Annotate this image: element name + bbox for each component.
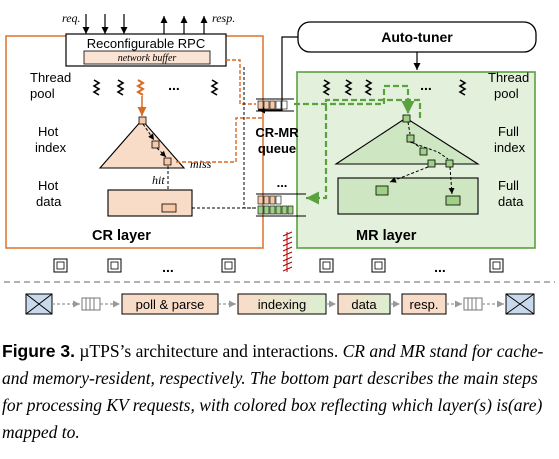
index-node [151,140,160,149]
index-traverse-arrow [142,123,155,141]
data-item [445,195,461,206]
cr-threads [92,79,219,96]
index-traverse-arrow [156,147,167,158]
cpu-core-icon [319,258,334,273]
mr-threads [322,79,467,96]
tuner-to-cr-arrow [258,36,298,114]
rpc-title: Reconfigurable RPC [87,36,206,51]
cpu-cores-row [53,258,504,273]
mr-layer-label: MR layer [356,228,417,244]
thread-icon [364,79,373,96]
index-traverse-arrow [409,141,449,160]
request-arrows [82,14,128,34]
cores-ellipsis-right: ... [434,259,446,275]
mr-thread-pool-label-1: Thread [488,70,529,85]
step-label-indexing: indexing [258,297,306,312]
queue-icon [81,297,101,311]
thread-icon [322,79,331,96]
index-node [406,134,415,143]
cr-mr-queue-top [256,98,294,112]
figure-caption: Figure 3. µTPS’s architecture and intera… [2,338,554,446]
caption-main: µTPS’s architecture and interactions. [74,341,343,361]
cpu-core-icon [107,258,122,273]
step-label-poll-parse: poll & parse [136,297,205,312]
active-thread-icon [136,79,145,96]
index-traverse-arrow [411,141,422,149]
cr-index-label-2: index [35,140,67,155]
cr-index-label-1: Hot [38,124,59,139]
queue-label-2: queue [258,141,296,156]
index-node [445,159,454,168]
thread-icon [210,79,219,96]
response-arrows [160,16,208,34]
cr-thread-pool-label-1: Thread [30,70,71,85]
index-node [419,147,428,156]
miss-label: miss [190,157,212,171]
network-buffer-label: network buffer [118,53,177,64]
mr-thread-pool-label-2: pool [494,86,519,101]
cr-data-label-1: Hot [38,178,59,193]
cpu-core-icon [221,258,236,273]
req-label: req. [62,11,81,25]
mr-to-queue-arrow [306,98,422,205]
index-to-data-arrow [389,166,429,183]
cpu-core-icon [489,258,504,273]
resp-label: resp. [212,11,235,25]
index-traverse-arrow [407,121,411,135]
auto-tuner-label: Auto-tuner [381,29,453,45]
index-node [427,159,436,168]
index-to-data-arrow [448,166,455,195]
hit-label: hit [152,173,165,187]
queue-ellipsis: ... [277,175,288,190]
queue-label-1: CR-MR [255,125,299,140]
cr-mr-queue-bottom [256,193,306,217]
thread-icon [458,79,467,96]
index-node [402,114,411,123]
step-label-data: data [351,297,377,312]
step-label-resp: resp. [410,297,439,312]
index-node [138,116,147,125]
mr-threads-ellipsis: ... [420,77,432,93]
data-item [375,185,389,196]
index-node [163,157,172,166]
pipeline [25,293,535,315]
queue-to-mr-arrow [294,84,415,114]
mr-data-label-2: data [498,194,524,209]
queue-icon [463,297,483,311]
data-item [161,203,177,213]
cores-ellipsis-left: ... [162,259,174,275]
mr-index-label-2: index [494,140,526,155]
cpu-core-icon [371,258,386,273]
cr-layer-label: CR layer [92,228,151,244]
thread-icon [116,79,125,96]
thread-icon [344,79,353,96]
caption-label: Figure 3. [2,341,75,361]
mr-data-label-1: Full [498,178,519,193]
thread-icon [92,79,101,96]
hot-data-box [107,189,193,217]
cr-threads-ellipsis: ... [168,77,180,93]
miss-to-queue-arrow [176,117,262,163]
separator-hatch [282,231,293,272]
cpu-core-icon [53,258,68,273]
cr-thread-pool-label-2: pool [30,86,55,101]
cr-data-label-2: data [36,194,62,209]
mr-index-label-1: Full [498,124,519,139]
caption-italic: CR and MR stand for cache- and memory-re… [2,341,544,442]
rpc-to-queue-arrow [226,59,256,105]
network-buffer [83,50,211,65]
